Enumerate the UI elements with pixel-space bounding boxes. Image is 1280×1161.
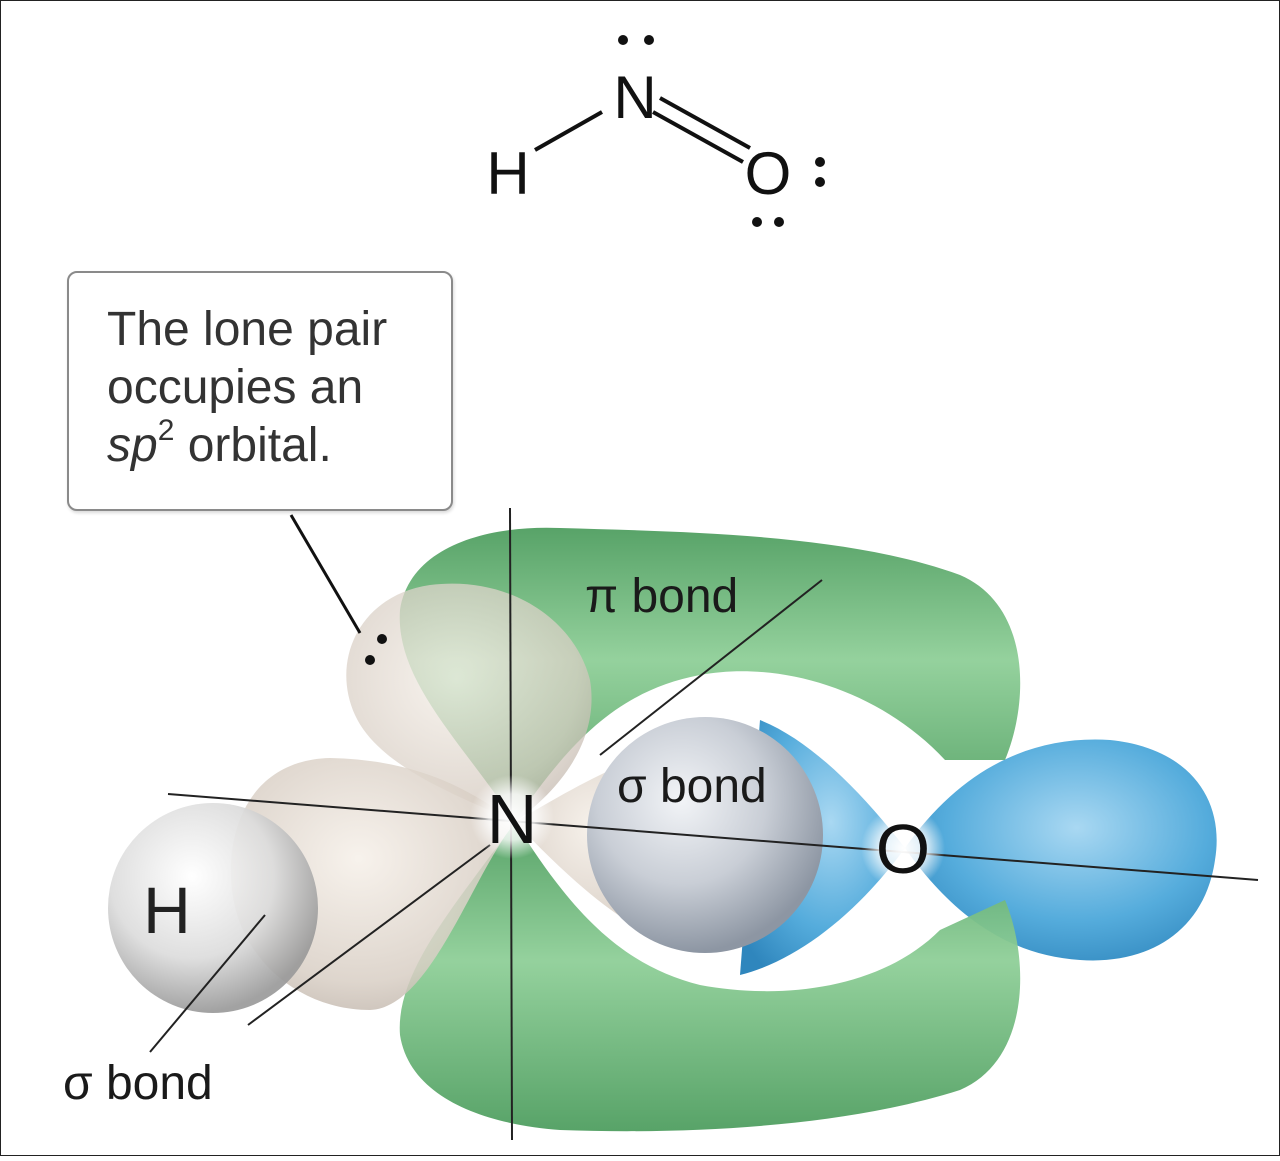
lewis-n-h-single-bond — [534, 110, 603, 152]
h-s-orbital — [108, 803, 318, 1013]
lone-pair-callout-box: The lone pair occupies an sp2 orbital. — [67, 271, 453, 511]
o-orbital-right-lobe — [905, 739, 1217, 961]
callout-line-3-rest: orbital. — [174, 419, 332, 472]
lewis-n-o-double-bond-2 — [652, 110, 744, 164]
lewis-n-atom: N — [613, 64, 656, 131]
callout-line-2: occupies an — [107, 361, 364, 414]
pi-bond-label: π bond — [585, 570, 738, 623]
callout-sp-text: sp — [107, 419, 158, 472]
sigma-nh-pointer-line-1 — [149, 914, 266, 1053]
callout-pointer-line — [289, 514, 362, 634]
sigma-bond-no-overlap — [587, 717, 823, 953]
sigma-nh-pointer-line-2 — [247, 844, 491, 1026]
n-sp2-lone-pair-lobe — [346, 583, 592, 822]
lewis-o-lone-pair-bottom — [752, 217, 784, 227]
o-atom-glow — [861, 806, 945, 890]
sigma-bond-nh-label: σ bond — [63, 1057, 213, 1110]
lewis-n-o-double-bond-1 — [659, 96, 751, 150]
callout-line-3: sp2 orbital. — [107, 414, 421, 475]
pi-bond-lower-lobe — [399, 822, 1021, 1132]
callout-superscript: 2 — [157, 414, 175, 447]
lewis-h-atom: H — [486, 140, 529, 207]
orbital-h-label: H — [143, 873, 191, 947]
sigma-bond-no-label: σ bond — [617, 760, 767, 813]
orbital-lone-pair-dots — [365, 634, 387, 665]
orbital-picture: H N O π bond σ bond σ bond — [63, 507, 1259, 1141]
lewis-structure: H N O — [486, 35, 825, 227]
horizontal-axis-line — [167, 793, 1259, 881]
orbital-n-label: N — [487, 780, 538, 858]
orbital-o-label: O — [876, 810, 930, 888]
lewis-o-atom: O — [745, 140, 792, 207]
callout-line-1: The lone pair — [107, 303, 388, 356]
lewis-o-lone-pair-right — [815, 157, 825, 187]
lewis-n-lone-pair — [618, 35, 654, 45]
pi-bond-pointer-line — [599, 579, 823, 756]
n-atom-glow — [470, 775, 554, 859]
